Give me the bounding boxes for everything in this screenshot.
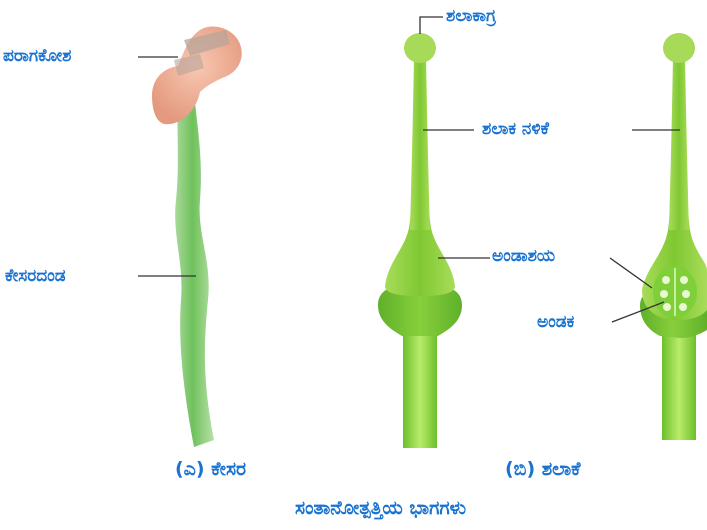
ovule xyxy=(662,276,670,284)
caption-stamen: (ಎ) ಕೇಸರ xyxy=(175,458,246,480)
style-label: ಶಲಾಕ ನಳಿಕೆ xyxy=(482,119,549,139)
ovule xyxy=(680,276,688,284)
pistil-right-style xyxy=(669,58,689,230)
stigma-label: ಶಲಾಕಾಗ್ರ xyxy=(446,6,496,26)
caption-pistil: (ಬಿ) ಶಲಾಕೆ xyxy=(505,458,581,480)
pistil-right xyxy=(640,33,707,440)
ovule xyxy=(663,303,671,311)
pistil-left-stalk xyxy=(403,330,437,448)
ovule xyxy=(660,290,668,298)
stamen xyxy=(152,26,242,447)
pistil-right-stalk xyxy=(662,330,696,440)
pistil-left xyxy=(378,33,462,448)
leader-stigma xyxy=(420,17,443,34)
pistil-left-style xyxy=(410,58,430,230)
anther-label: ಪರಾಗಕೋಶ xyxy=(3,46,71,66)
leader-ovary-right xyxy=(610,258,652,288)
filament xyxy=(175,86,214,447)
diagram-title: ಸಂತಾನೋತ್ಪತ್ತಿಯ ಭಾಗಗಳು xyxy=(295,497,466,519)
pistil-right-stigma xyxy=(663,33,695,63)
filament-label: ಕೇಸರದಂಡ xyxy=(5,266,66,286)
ovule xyxy=(682,290,690,298)
ovule-label: ಅಂಡಕ xyxy=(537,312,574,332)
pistil-left-stigma xyxy=(404,33,436,63)
ovary-label: ಅಂಡಾಶಯ xyxy=(492,246,555,266)
ovule xyxy=(679,303,687,311)
